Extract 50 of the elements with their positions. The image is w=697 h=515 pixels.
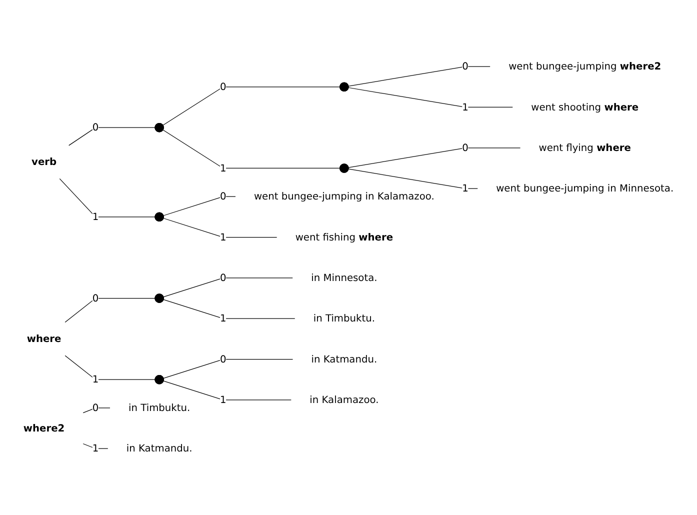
node-text: in Katmandu. (311, 353, 378, 365)
node-text: went flying where (538, 142, 631, 154)
connector (162, 86, 340, 126)
edge-label: 0 (220, 272, 226, 284)
edge-label: 1 (220, 231, 226, 243)
connector (163, 196, 236, 216)
connector (59, 178, 156, 218)
connector (163, 380, 292, 400)
node-text: verb (32, 156, 57, 168)
node-text: where (26, 332, 62, 344)
node-text: went bungee-jumping in Kalamazoo. (254, 190, 434, 202)
node-text: in Minnesota. (311, 272, 378, 284)
edge-label: 1 (220, 162, 226, 174)
node-text: in Katmandu. (126, 442, 192, 454)
edge-label: 0 (220, 353, 226, 365)
connector (163, 299, 296, 319)
connector (64, 298, 156, 322)
node-text: went bungee-jumping where2 (508, 60, 662, 72)
connector (64, 355, 156, 380)
edge-label: 0 (92, 121, 99, 134)
edge-label: 0 (462, 60, 468, 72)
connector (163, 358, 294, 378)
edge-label: 0 (220, 80, 226, 92)
edge-label: 1 (220, 312, 226, 324)
connector (163, 278, 293, 298)
node-text: went fishing where (295, 231, 394, 243)
connector (68, 127, 156, 146)
edge-label: 1 (92, 373, 99, 386)
edge-label: 0 (220, 190, 226, 202)
node-text: in Timbuktu. (313, 312, 376, 324)
edge-label: 1 (92, 210, 99, 222)
node-text: went bungee-jumping in Minnesota. (496, 182, 674, 194)
edge-label: 1 (462, 182, 468, 194)
connector (163, 218, 278, 238)
connector (348, 168, 478, 189)
node-text: where2 (23, 422, 65, 434)
node-text: in Timbuktu. (128, 402, 190, 414)
node-text: in Kalamazoo. (310, 394, 379, 406)
connector (348, 148, 521, 168)
edge-label: 0 (92, 292, 99, 304)
connector (162, 130, 340, 168)
connector (348, 66, 490, 86)
edge-label: 0 (462, 142, 468, 154)
edge-label: 0 (92, 402, 99, 414)
connector (82, 408, 110, 414)
edge-label: 1 (220, 394, 226, 406)
node-text: went shooting where (531, 100, 639, 113)
edge-label: 1 (92, 442, 99, 454)
edge-label: 1 (462, 100, 468, 113)
connector (348, 87, 513, 108)
